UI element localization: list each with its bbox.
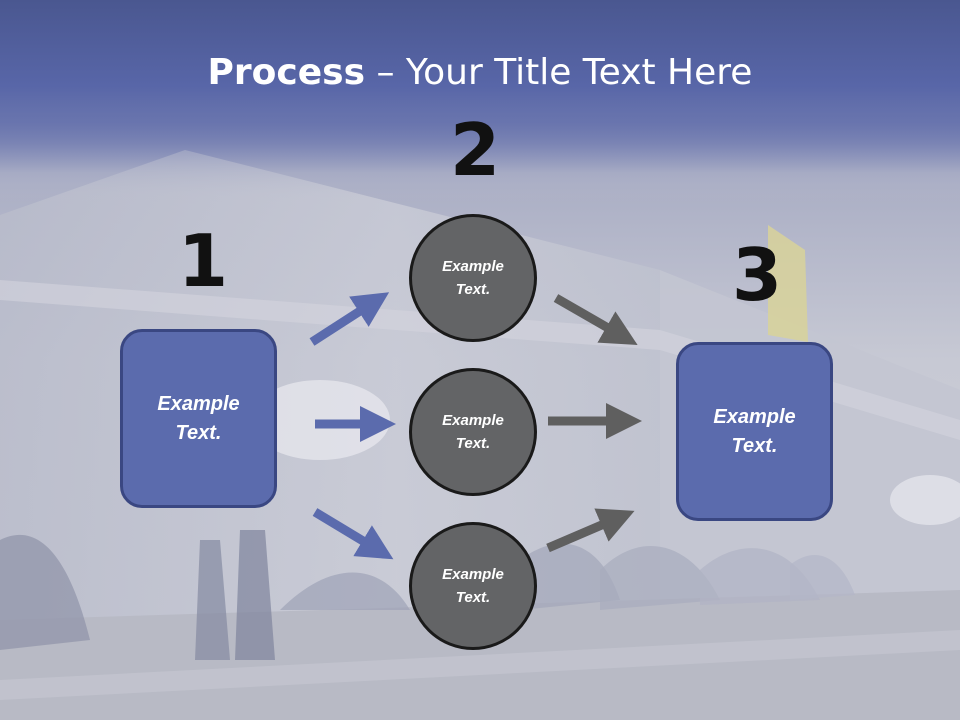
step-box-3-label: Example Text. xyxy=(713,405,796,457)
step-number-3: 3 xyxy=(732,233,783,317)
step-box-1-label: Example Text. xyxy=(157,392,240,444)
step-box-3: Example Text. xyxy=(676,342,833,521)
circle-middle: Example Text. xyxy=(409,368,537,496)
circle-bottom-label: Example Text. xyxy=(442,566,504,606)
step-number-1: 1 xyxy=(178,219,229,303)
title-bold: Process xyxy=(207,52,366,93)
step-box-1: Example Text. xyxy=(120,329,277,508)
circle-middle-label: Example Text. xyxy=(442,412,504,452)
circle-top: Example Text. xyxy=(409,214,537,342)
circle-top-label: Example Text. xyxy=(442,258,504,298)
step-number-2: 2 xyxy=(450,108,501,192)
title-rest: – Your Title Text Here xyxy=(365,52,753,93)
circle-bottom: Example Text. xyxy=(409,522,537,650)
slide-title: Process – Your Title Text Here xyxy=(0,52,960,93)
